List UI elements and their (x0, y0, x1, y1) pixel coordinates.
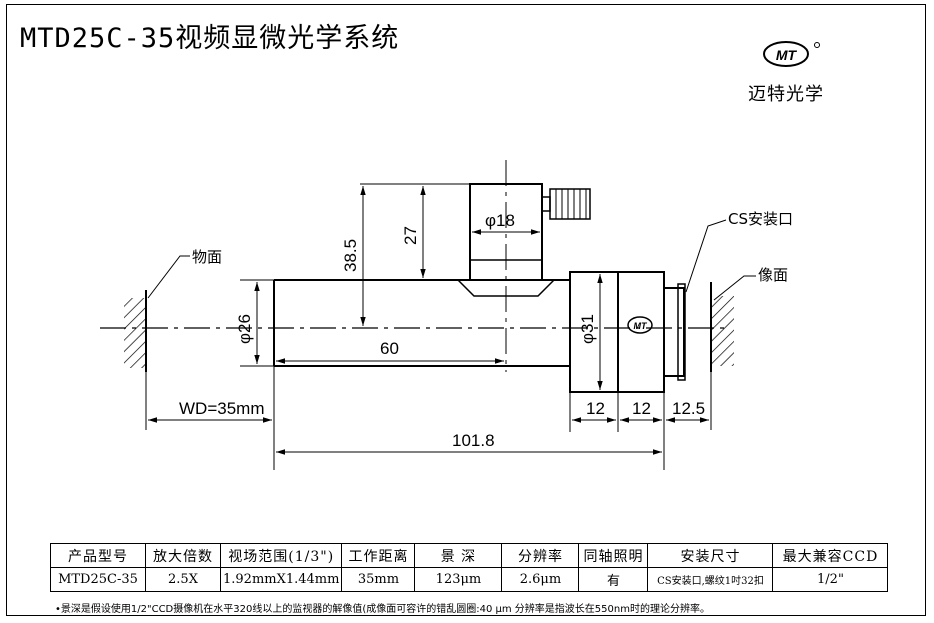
brand-logo-text: MT (776, 47, 798, 63)
table-cell: 35mm (341, 567, 416, 592)
object-plane (124, 255, 190, 430)
table-cell: CS安装口,螺纹1吋32扣 (647, 567, 774, 592)
dim-diameter-rear: φ31 (578, 314, 597, 344)
table-cell: 123μm (414, 567, 503, 592)
page-title: MTD25C-35视频显微光学系统 (20, 23, 400, 54)
dim-height-27: 27 (401, 226, 420, 245)
table-cell: MTD25C-35 (50, 567, 146, 592)
brand-name: 迈特光学 (748, 84, 824, 105)
header-cell: 工作距离 (341, 543, 416, 568)
extension-lines (240, 183, 665, 470)
dim-diameter-body: φ26 (235, 314, 254, 344)
cs-mount-leader (685, 219, 727, 293)
dim-working-distance: WD=35mm (179, 399, 264, 418)
object-plane-label: 物面 (192, 248, 222, 266)
footnote: •景深是假设使用1/2"CCD摄像机在水平320线以上的监视器的解像值(成像面可… (55, 604, 710, 615)
drawing-frame (6, 4, 926, 616)
dim-height-38-5: 38.5 (341, 239, 360, 272)
table-cell: 1/2" (772, 567, 889, 592)
table-cell: 有 (578, 567, 649, 592)
lens-logo: MT (627, 316, 653, 334)
dim-length-60: 60 (380, 339, 399, 358)
image-plane (710, 275, 756, 430)
spec-table-header: 产品型号 放大倍数 视场范围(1/3") 工作距离 景 深 分辨率 同轴照明 安… (50, 543, 889, 568)
brand-logo: MT (763, 41, 820, 67)
dim-seg-12-5: 12.5 (672, 399, 705, 418)
header-cell: 景 深 (414, 543, 503, 568)
table-cell: 2.5X (145, 567, 221, 592)
header-cell: 最大兼容CCD (772, 543, 889, 568)
table-cell: 2.6μm (501, 567, 580, 592)
dimension-lines (148, 186, 709, 455)
header-cell: 视场范围(1/3") (219, 543, 343, 568)
header-cell: 安装尺寸 (647, 543, 774, 568)
header-cell: 放大倍数 (145, 543, 221, 568)
dim-diameter-top: φ18 (485, 211, 515, 230)
header-cell: 同轴照明 (578, 543, 649, 568)
image-plane-label: 像面 (758, 266, 788, 284)
spec-table: 产品型号 放大倍数 视场范围(1/3") 工作距离 景 深 分辨率 同轴照明 安… (50, 543, 889, 592)
header-cell: 产品型号 (50, 543, 146, 568)
table-cell: 1.92mmX1.44mm (219, 567, 343, 592)
dim-seg-12-a: 12 (586, 399, 605, 418)
header-cell: 分辨率 (501, 543, 580, 568)
spec-table-row: MTD25C-35 2.5X 1.92mmX1.44mm 35mm 123μm … (50, 567, 889, 592)
lens-logo-text: MT (634, 321, 648, 331)
dim-seg-12-b: 12 (632, 399, 651, 418)
cs-mount-label: CS安装口 (728, 210, 793, 228)
dim-total-length: 101.8 (452, 431, 495, 450)
